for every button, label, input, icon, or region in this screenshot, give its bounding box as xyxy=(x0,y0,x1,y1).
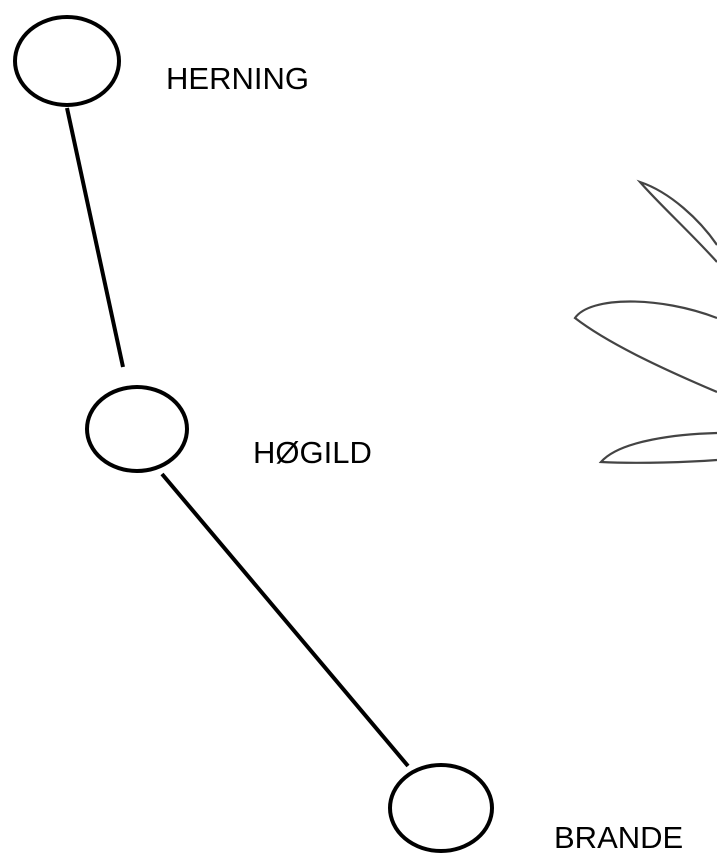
leaf-top-icon xyxy=(636,179,717,263)
node-herning xyxy=(13,15,121,107)
node-brande xyxy=(388,763,494,853)
node-label-herning: HERNING xyxy=(166,61,309,96)
leaf-middle-icon xyxy=(573,300,717,394)
edge-hogild-brande xyxy=(160,472,410,768)
leaf-bottom-icon xyxy=(598,431,717,464)
node-label-hogild: HØGILD xyxy=(253,435,372,470)
edge-herning-hogild xyxy=(65,107,125,368)
leaf-sketch-icon xyxy=(573,179,717,464)
node-hogild xyxy=(85,385,189,473)
node-label-brande: BRANDE xyxy=(554,820,683,855)
